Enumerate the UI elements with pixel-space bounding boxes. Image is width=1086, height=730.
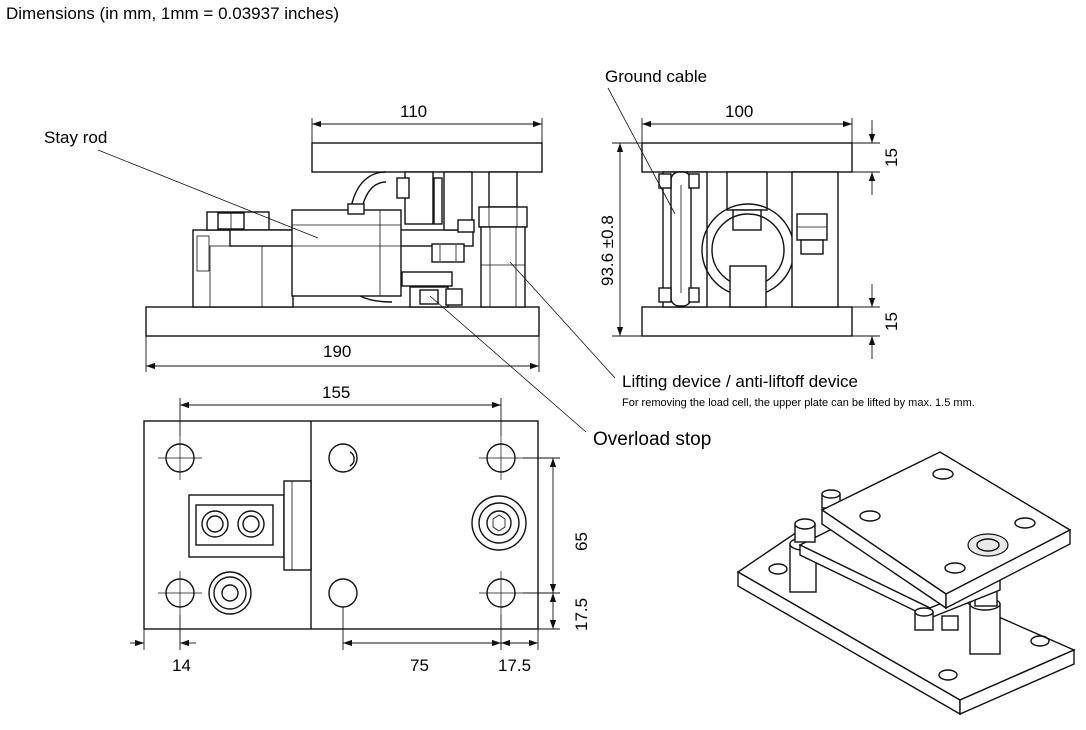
dim-plan-edge-y: 17.5 [572, 598, 591, 631]
dim-side-top-width: 100 [725, 102, 753, 121]
dim-side-height: 93.6 ±0.8 [598, 215, 617, 286]
dim-side-top-plate: 15 [882, 148, 901, 167]
dim-plan-edge-x-right: 17.5 [498, 656, 531, 675]
plan-view: 155 65 17.5 14 75 17.5 [130, 383, 591, 675]
dim-plan-hole-pitch-y: 65 [572, 532, 591, 551]
side-view: 93.6 ±0.8 100 15 15 [598, 102, 901, 359]
label-lifting-device: Lifting device / anti-liftoff device [622, 372, 858, 391]
label-ground-cable: Ground cable [605, 67, 707, 86]
dim-plan-hole-span: 155 [322, 383, 350, 402]
dim-front-top-width: 110 [400, 102, 427, 121]
label-overload-stop: Overload stop [593, 429, 711, 450]
dim-plan-hole-pitch-x: 75 [410, 656, 429, 675]
drawing-title: Dimensions (in mm, 1mm = 0.03937 inches) [6, 4, 339, 23]
dim-side-bottom-plate: 15 [882, 312, 901, 331]
dim-front-base-width: 190 [323, 342, 351, 361]
isometric-view [736, 451, 1076, 716]
label-stay-rod: Stay rod [44, 128, 107, 147]
front-view: 110 190 [145, 102, 543, 372]
dim-plan-edge-x-left: 14 [172, 656, 191, 675]
label-lifting-note: For removing the load cell, the upper pl… [622, 397, 975, 409]
